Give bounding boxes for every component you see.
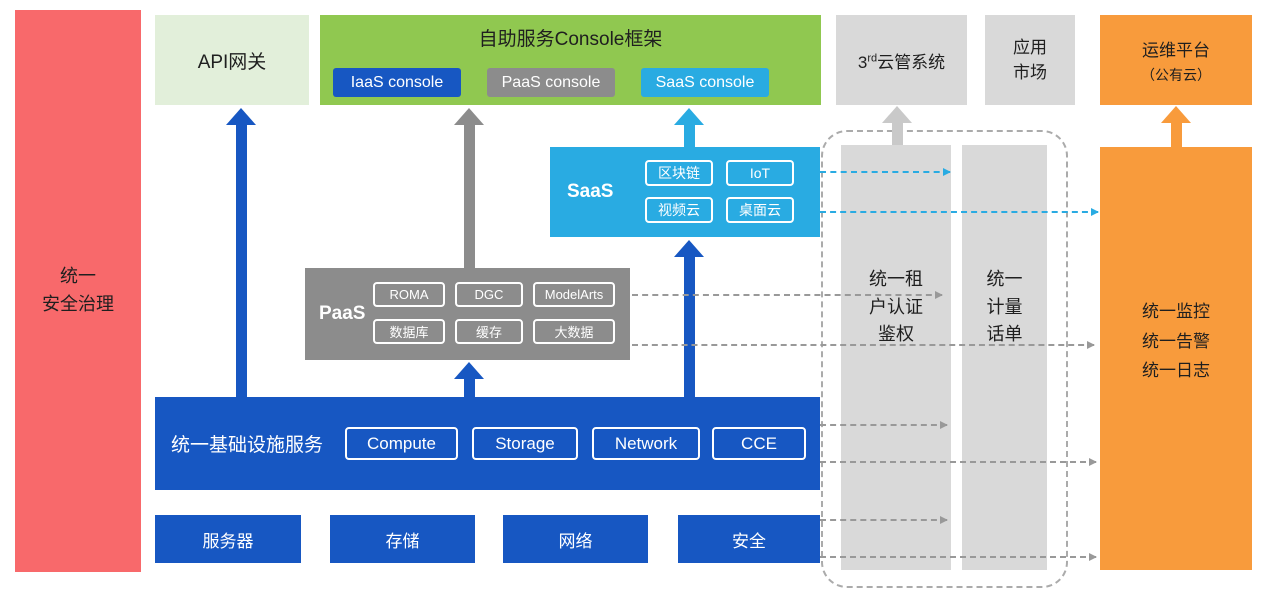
third-party-cloud-suffix: 云管系统	[877, 52, 946, 72]
infra-item-storage: Storage	[472, 427, 578, 460]
paas-item-roma: ROMA	[373, 282, 445, 307]
saas-label: SaaS	[567, 181, 614, 202]
arrow-tip	[940, 516, 948, 524]
metering-bar: 统一 计量 话单	[962, 145, 1047, 570]
arrow-infra-to-paas	[454, 362, 484, 397]
arrow-auth-to-third-cloud	[882, 106, 912, 145]
paas-item-database: 数据库	[373, 319, 445, 344]
dashed-boundary	[821, 130, 1068, 588]
paas-box: PaaS ROMA DGC ModelArts 数据库 缓存 大数据	[305, 268, 630, 360]
paas-item-bigdata: 大数据	[533, 319, 615, 344]
arrow-infra-to-api-gateway	[226, 108, 256, 397]
third-party-cloud-prefix: 3	[857, 52, 868, 72]
saas-item-video-cloud: 视频云	[645, 197, 713, 223]
dash-paas-to-auth	[632, 291, 943, 299]
arrow-shaft	[463, 125, 475, 268]
om-platform-subtitle: （公有云）	[1141, 66, 1211, 83]
tenant-auth-bar: 统一租 户认证 鉴权	[841, 145, 951, 570]
console-frame-title: 自助服务Console框架	[478, 29, 663, 50]
arrowhead	[454, 362, 484, 379]
network-box: 网络	[503, 515, 648, 563]
om-platform-title: 运维平台	[1142, 40, 1210, 60]
arrow-saas-to-console	[674, 108, 704, 147]
arrow-paas-to-console	[454, 108, 484, 268]
arrow-monitor-to-om	[1161, 106, 1191, 147]
paas-item-modelarts: ModelArts	[533, 282, 615, 307]
arrow-shaft	[463, 379, 475, 397]
api-gateway-box: API网关	[155, 15, 309, 105]
arrow-tip	[1091, 208, 1099, 216]
infrastructure-box: 统一基础设施服务 Compute Storage Network CCE	[155, 397, 820, 490]
third-party-cloud-label: 3rd云管系统	[858, 48, 945, 73]
arrowhead	[226, 108, 256, 125]
server-box: 服务器	[155, 515, 301, 563]
saas-item-desktop-cloud: 桌面云	[726, 197, 794, 223]
arrow-tip	[935, 291, 943, 299]
app-market-box: 应用 市场	[985, 15, 1075, 105]
arrowhead	[454, 108, 484, 125]
dash-infra-to-auth	[820, 421, 948, 429]
infrastructure-label: 统一基础设施服务	[171, 435, 324, 456]
monitoring-box: 统一监控 统一告警 统一日志	[1100, 147, 1252, 570]
saas-item-iot: IoT	[726, 160, 794, 186]
arrow-tip	[1087, 341, 1095, 349]
console-frame-box: 自助服务Console框架 IaaS console PaaS console …	[320, 15, 821, 105]
arrow-shaft	[891, 123, 903, 145]
dash-saas-to-auth	[820, 168, 951, 176]
arrow-tip	[940, 421, 948, 429]
infra-item-cce: CCE	[712, 427, 806, 460]
paas-label: PaaS	[319, 303, 366, 324]
saas-console-button: SaaS console	[641, 68, 769, 97]
om-platform-box: 运维平台 （公有云）	[1100, 15, 1252, 105]
arrow-tip	[1089, 458, 1097, 466]
arrowhead	[674, 240, 704, 257]
arrowhead	[674, 108, 704, 125]
paas-item-cache: 缓存	[455, 319, 523, 344]
arrow-infra-to-saas	[674, 240, 704, 397]
third-party-cloud-box: 3rd云管系统	[836, 15, 967, 105]
infra-item-compute: Compute	[345, 427, 458, 460]
arrow-tip	[1089, 553, 1097, 561]
paas-console-button: PaaS console	[487, 68, 615, 97]
arrow-shaft	[235, 125, 247, 397]
infra-item-network: Network	[592, 427, 700, 460]
dash-security-to-monitor	[820, 553, 1097, 561]
iaas-console-button: IaaS console	[333, 68, 461, 97]
dash-security-to-auth	[820, 516, 948, 524]
arrowhead	[1161, 106, 1191, 123]
arrowhead	[882, 106, 912, 123]
paas-item-dgc: DGC	[455, 282, 523, 307]
dash-saas-to-monitor	[820, 208, 1099, 216]
third-party-cloud-sup: rd	[867, 51, 878, 64]
saas-item-blockchain: 区块链	[645, 160, 713, 186]
arrow-shaft	[1170, 123, 1182, 147]
arrow-shaft	[683, 125, 695, 147]
security-box: 安全	[678, 515, 820, 563]
dash-infra-to-monitor	[820, 458, 1097, 466]
storage-box: 存储	[330, 515, 475, 563]
arrow-tip	[943, 168, 951, 176]
saas-box: SaaS 区块链 IoT 视频云 桌面云	[550, 147, 820, 237]
dash-paas-to-monitor	[632, 341, 1095, 349]
security-governance-bar: 统一 安全治理	[15, 10, 141, 572]
arrow-shaft	[683, 257, 695, 397]
